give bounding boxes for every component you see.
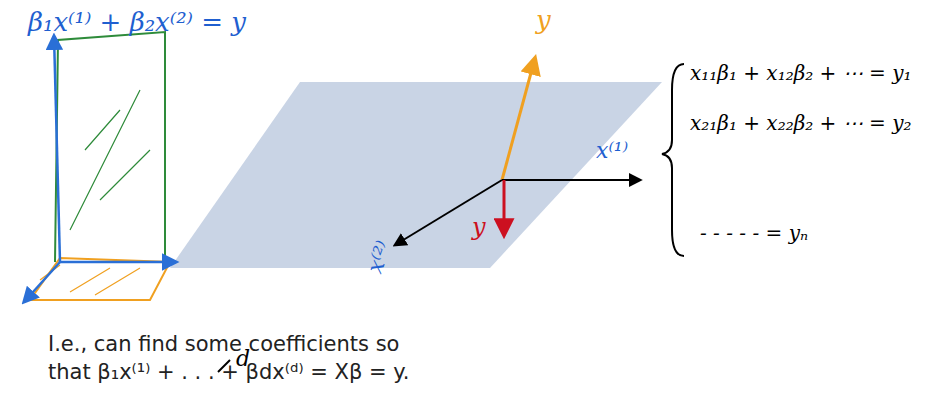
sketch-plane [30,258,170,300]
vector-label: y [536,6,551,36]
sketch-axis [54,36,60,262]
span-plane [170,82,662,268]
sketch-axis [24,262,60,302]
basis-vector [395,180,502,245]
equation-row: x₁₁β₁ + x₁₂β₂ + ⋯ = y₁ [690,62,912,85]
vector-label: y [472,214,486,242]
handwritten-correction: d [236,346,250,371]
brace [662,64,684,256]
projection-vector [503,180,506,235]
sketch-plane [55,32,165,262]
equation-row: - - - - - = yₙ [700,222,808,245]
handwritten-equation: β₁x⁽¹⁾ + β₂x⁽²⁾ = y [28,8,246,38]
target-vector [502,58,535,180]
basis-vector [502,179,640,181]
equation-row: x₂₁β₁ + x₂₂β₂ + ⋯ = y₂ [690,112,912,135]
vector-label: x⁽¹⁾ [596,138,628,163]
sketch-axis [60,261,176,264]
